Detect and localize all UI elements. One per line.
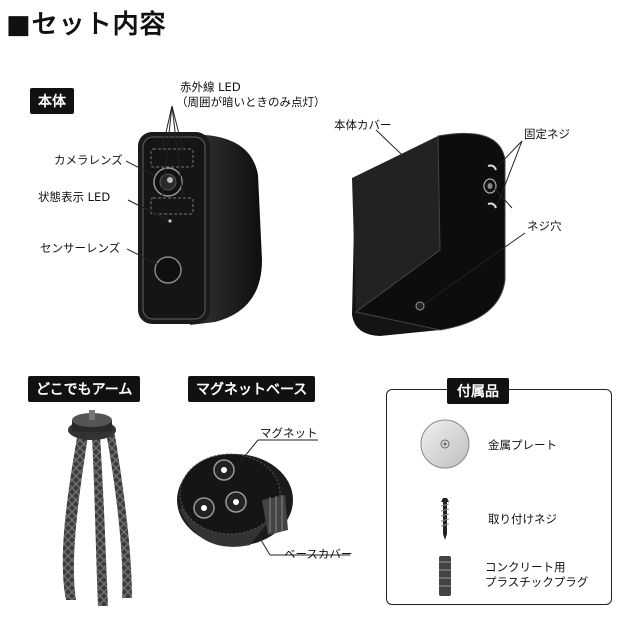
screw-illustration	[440, 498, 450, 540]
label-base-cover: ベースカバー	[284, 547, 353, 561]
status-led-icon	[168, 219, 172, 223]
label-sensor-lens: センサーレンズ	[40, 241, 121, 255]
section-tag-accessories: 付属品	[447, 378, 509, 404]
page-title: ■セット内容	[6, 10, 167, 40]
magnet-base-illustration	[177, 453, 293, 547]
section-tag-arm: どこでもアーム	[28, 376, 141, 402]
metal-plate-illustration	[420, 419, 470, 469]
label-body-cover: 本体カバー	[334, 118, 392, 132]
label-magnet: マグネット	[260, 426, 318, 440]
plastic-plug-illustration	[439, 556, 451, 596]
section-tag-main-unit: 本体	[30, 88, 74, 114]
label-fixing-screw: 固定ネジ	[524, 127, 570, 141]
sensor-lens-icon	[154, 256, 182, 284]
label-screw-hole: ネジ穴	[527, 219, 562, 233]
accessory-label-plastic-plug: コンクリート用 プラスチックプラグ	[485, 560, 589, 589]
label-ir-led: 赤外線 LED	[180, 80, 241, 94]
camera-back-illustration	[352, 132, 506, 336]
tripod-arm-illustration	[62, 410, 132, 606]
section-tag-base: マグネットベース	[188, 376, 316, 402]
camera-front-illustration	[138, 132, 262, 325]
accessory-label-screw: 取り付けネジ	[488, 512, 557, 526]
label-ir-led-note: （周囲が暗いときのみ点灯）	[176, 95, 326, 109]
accessory-label-metal-plate: 金属プレート	[488, 438, 557, 452]
label-status-led: 状態表示 LED	[38, 190, 111, 204]
label-camera-lens: カメラレンズ	[54, 153, 123, 167]
